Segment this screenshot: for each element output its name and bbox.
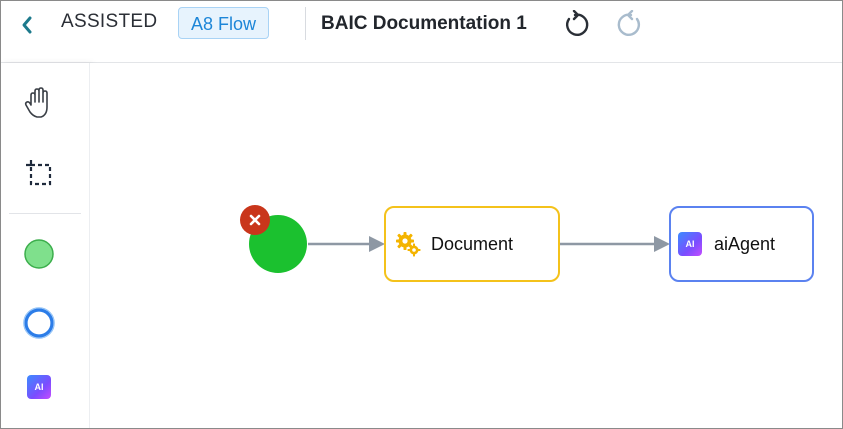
hand-tool[interactable] [19,83,59,123]
connectors [308,236,670,252]
undo-button[interactable] [559,9,591,41]
document-task-node[interactable]: Document [384,206,560,282]
gears-icon [394,230,422,258]
chevron-left-icon [20,15,34,35]
ai-badge-icon: AI [678,232,702,256]
flow-badge[interactable]: A8 Flow [178,7,270,39]
ring-icon [22,306,56,340]
filled-circle-icon [22,237,56,271]
tool-palette: AI [1,63,90,428]
redo-icon [616,10,646,40]
flow-canvas[interactable]: Document AI aiAgent [90,63,842,428]
document-title: BAIC Documentation 1 [321,13,527,34]
ai-badge-icon: AI [27,375,51,399]
selection-box-icon [23,157,55,189]
undo-icon [560,10,590,40]
close-icon [248,213,262,227]
select-tool[interactable] [19,153,59,193]
redo-button[interactable] [615,9,647,41]
aiagent-node[interactable]: AI aiAgent [669,206,814,282]
edge-document-to-aiagent[interactable] [560,236,670,252]
edge-start-to-document[interactable] [308,236,385,252]
node-label: aiAgent [714,233,776,254]
header-divider [305,7,306,40]
start-event-tool[interactable] [19,234,59,274]
palette-divider [9,213,81,214]
error-badge[interactable] [240,205,270,235]
back-button[interactable] [15,13,39,37]
mode-label: ASSISTED [61,11,158,32]
node-label: Document [431,233,514,254]
end-event-tool[interactable] [19,303,59,343]
ai-agent-tool[interactable]: AI [19,367,59,407]
header-bar: ASSISTED A8 Flow BAIC Documentation 1 [1,1,842,63]
hand-icon [22,85,56,121]
